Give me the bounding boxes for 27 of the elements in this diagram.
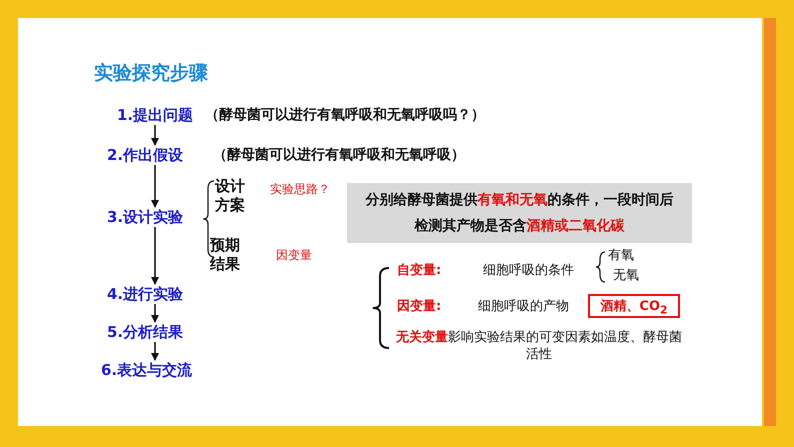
arrow xyxy=(151,304,159,323)
option-text: 无氧 xyxy=(613,267,639,284)
description-text: 细胞呼吸的条件 xyxy=(483,262,574,279)
hypothesis-text: （酵母菌可以进行有氧呼吸和无氧呼吸） xyxy=(213,146,465,164)
note-text: 因变量 xyxy=(276,247,312,264)
outlined-box: 酒精、CO$_{2}$ xyxy=(588,294,680,318)
description-text: 细胞呼吸的产物 xyxy=(478,298,569,315)
variable-label: 自变量: xyxy=(397,262,442,279)
highlight-box: 分别给酵母菌提供有氧和无氧的条件，一段时间后检测其产物是否含酒精或二氧化碳 xyxy=(347,183,692,243)
arrow xyxy=(151,125,159,146)
note-text: 实验思路？ xyxy=(270,181,330,198)
arrow xyxy=(151,165,159,208)
option-text: 有氧 xyxy=(608,247,634,264)
step-label: 4.进行实验 xyxy=(107,284,184,304)
design-label: 设计方案 xyxy=(215,177,246,215)
description-text: 无关变量影响实验结果的可变因素如温度、酵母菌活性 xyxy=(394,329,683,363)
step-label: 6.表达与交流 xyxy=(101,360,192,380)
title: 实验探究步骤 xyxy=(94,61,208,86)
design-label: 预期结果 xyxy=(210,236,241,274)
step-label: 2.作出假设 xyxy=(107,145,184,165)
question-text: （酵母菌可以进行有氧呼吸和无氧呼吸吗？） xyxy=(205,106,485,124)
step-label: 5.分析结果 xyxy=(107,322,184,342)
step-label: 1.提出问题 xyxy=(117,105,194,125)
variable-label: 因变量: xyxy=(397,298,442,315)
step-label: 3.设计实验 xyxy=(107,207,184,227)
arrow xyxy=(151,342,159,361)
arrow xyxy=(151,227,159,285)
